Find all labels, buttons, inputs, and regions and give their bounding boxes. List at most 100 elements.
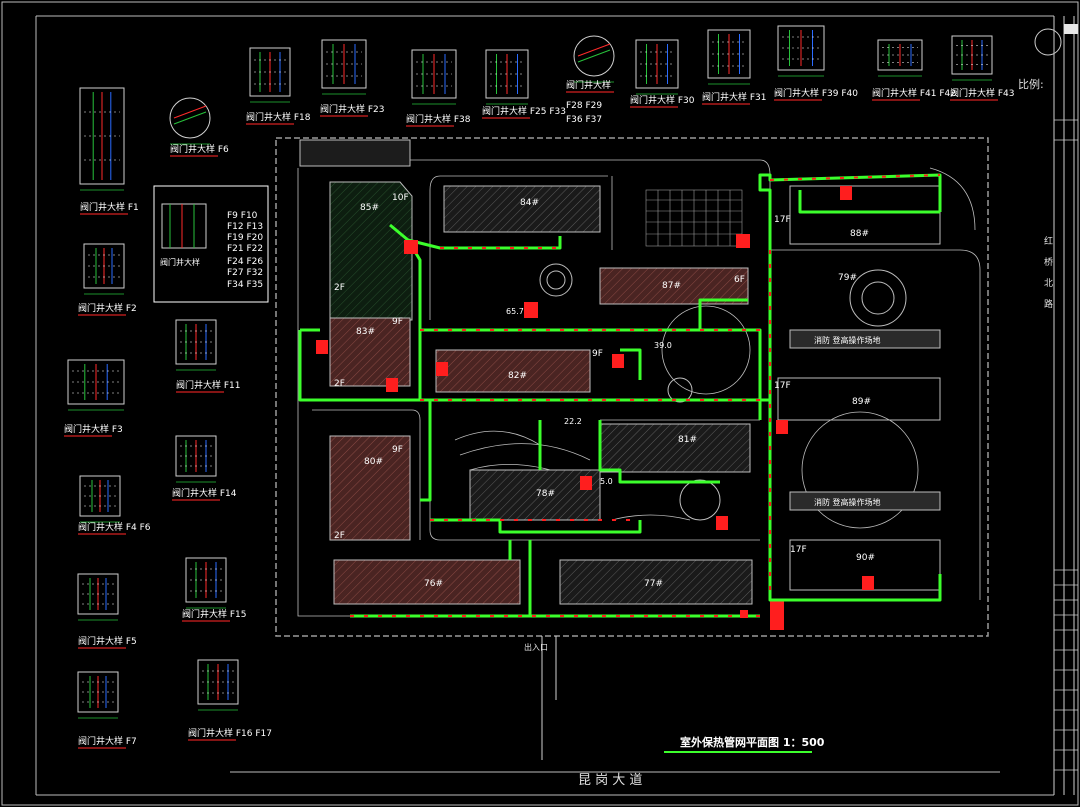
- svg-text:红: 红: [1044, 235, 1053, 247]
- valve-detail-7: 阀门井大样 F30: [630, 39, 695, 108]
- valve-detail-label: 阀门井大样: [566, 79, 611, 91]
- plaza-circle-4: [801, 411, 919, 529]
- valve-code-list: F9 F10 F12 F13 F19 F20 F21 F22 F24 F26 F…: [227, 211, 263, 290]
- heat-pipe-network: [298, 173, 942, 618]
- valve-detail-18: 阀门井大样 F14: [172, 435, 237, 501]
- elev-5-0: 5.0: [600, 477, 613, 486]
- valve-code-box: [153, 185, 269, 303]
- valve-detail-label: 阀门井大样 F14: [172, 487, 237, 499]
- valve-detail-extra-codes: F36 F37: [566, 115, 602, 125]
- valve-detail-2: 阀门井大样 F18: [246, 47, 311, 125]
- label-76: 76#: [424, 579, 443, 589]
- valve-detail-label: 阀门井大样 F4 F6: [78, 521, 151, 533]
- label-90-floors: 17F: [790, 545, 807, 555]
- fire-area-label-1: 消防 登高操作场地: [814, 335, 881, 345]
- label-2f-b: 2F: [334, 531, 345, 541]
- valve-detail-13: 阀门井大样 F3: [64, 359, 125, 437]
- label-89: 89#: [852, 397, 871, 407]
- label-79: 79#: [838, 273, 857, 283]
- elev-39-0: 39.0: [654, 341, 672, 350]
- elev-65-7: 65.7: [506, 307, 524, 316]
- valve-detail-label: 阀门井大样 F6: [170, 143, 229, 155]
- valve-detail-label: 阀门井大样 F23: [320, 103, 385, 115]
- road-right-label: 红 桥 北 路: [1044, 235, 1053, 310]
- box-detail-label: 阀门井大样: [160, 257, 200, 267]
- label-83-floors: 9F: [392, 317, 403, 327]
- svg-text:桥: 桥: [1044, 256, 1053, 268]
- valve-markers: [316, 186, 874, 618]
- label-87: 87#: [662, 281, 681, 291]
- label-83: 83#: [356, 327, 375, 337]
- valve-detail-label: 阀门井大样 F5: [78, 635, 137, 647]
- title-block: [1034, 16, 1078, 795]
- valve-detail-9: 阀门井大样 F39 F40: [774, 25, 858, 101]
- valve-detail-17: 阀门井大样 F11: [175, 319, 241, 393]
- valve-detail-1: 阀门井大样 F6: [169, 97, 229, 157]
- valve-detail-label: 阀门井大样 F18: [246, 111, 311, 123]
- fire-area-label-2: 消防 登高操作场地: [814, 497, 881, 507]
- valve-detail-20: 阀门井大样 F16 F17: [188, 659, 272, 741]
- svg-text:F19 F20: F19 F20: [227, 233, 263, 243]
- valve-detail-15: 阀门井大样 F5: [77, 573, 137, 649]
- valve-detail-16: 阀门井大样 F7: [77, 671, 137, 749]
- north-arrow-icon: [1034, 28, 1062, 56]
- building-labels: 85# 10F 84# 83# 9F 82# 9F 80# 9F 87# 6F …: [334, 193, 875, 589]
- valve-detail-label: 阀门井大样 F39 F40: [774, 87, 858, 99]
- valve-detail-0: 阀门井大样 F1: [79, 87, 139, 215]
- label-85-floors: 10F: [392, 193, 409, 203]
- label-90: 90#: [856, 553, 875, 563]
- label-82: 82#: [508, 371, 527, 381]
- road-bottom-label: 昆 岗 大 道: [578, 773, 642, 788]
- building-83: [329, 317, 411, 387]
- building-87: [599, 267, 749, 305]
- label-84: 84#: [520, 198, 539, 208]
- building-82: [435, 349, 591, 393]
- fire-area-2: [789, 491, 941, 511]
- valve-detail-label: 阀门井大样 F11: [176, 379, 241, 391]
- label-80: 80#: [364, 457, 383, 467]
- svg-text:路: 路: [1044, 298, 1053, 310]
- svg-text:F27 F32: F27 F32: [227, 268, 263, 278]
- grid-plaza: [645, 189, 743, 247]
- valve-detail-14: 阀门井大样 F4 F6: [78, 475, 151, 535]
- svg-text:F24 F26: F24 F26: [227, 257, 263, 267]
- scale-label: 比例:: [1018, 77, 1044, 91]
- valve-detail-label: 阀门井大样 F1: [80, 201, 139, 213]
- valve-detail-label: 阀门井大样 F3: [64, 423, 123, 435]
- svg-text:F12 F13: F12 F13: [227, 222, 263, 232]
- label-89-floors: 17F: [774, 381, 791, 391]
- building-85: [329, 181, 413, 321]
- label-88-floors: 17F: [774, 215, 791, 225]
- valve-detail-6: 阀门井大样: [566, 35, 615, 93]
- valve-detail-label: 阀门井大样 F30: [630, 94, 695, 106]
- drawing-title: 室外保热管网平面图 1：500: [680, 735, 825, 749]
- fire-area-1: [789, 329, 941, 349]
- valve-code-box-inner: [161, 203, 207, 249]
- svg-text:F21 F22: F21 F22: [227, 244, 263, 254]
- entrance-label: 出入口: [524, 642, 548, 652]
- valve-detail-label: 阀门井大样 F16 F17: [188, 727, 272, 739]
- building-88: [789, 185, 941, 245]
- label-2f-c: 2F: [334, 283, 345, 293]
- valve-detail-label: 阀门井大样 F31: [702, 91, 767, 103]
- plaza-circle-1: [539, 263, 573, 297]
- plaza-circle-2: [661, 305, 751, 395]
- valve-detail-19: 阀门井大样 F15: [182, 557, 247, 622]
- building-81: [599, 423, 751, 473]
- valve-detail-4: 阀门井大样 F38: [406, 49, 471, 127]
- gate-building: [299, 139, 411, 167]
- site-plan: [275, 137, 989, 637]
- valve-detail-10: 阀门井大样 F41 F42: [872, 39, 956, 101]
- building-80: [329, 435, 411, 541]
- valve-detail-label: 阀门井大样 F15: [182, 608, 247, 620]
- svg-text:北: 北: [1044, 278, 1053, 289]
- label-87-floors: 6F: [734, 275, 745, 285]
- label-85: 85#: [360, 203, 379, 213]
- valve-detail-12: 阀门井大样 F2: [78, 243, 137, 316]
- label-77: 77#: [644, 579, 663, 589]
- building-89: [777, 377, 941, 421]
- valve-detail-5: 阀门井大样 F25 F33: [482, 49, 566, 119]
- pipe-segment-ticks: [350, 174, 941, 617]
- valve-detail-label: 阀门井大样 F43: [950, 87, 1015, 99]
